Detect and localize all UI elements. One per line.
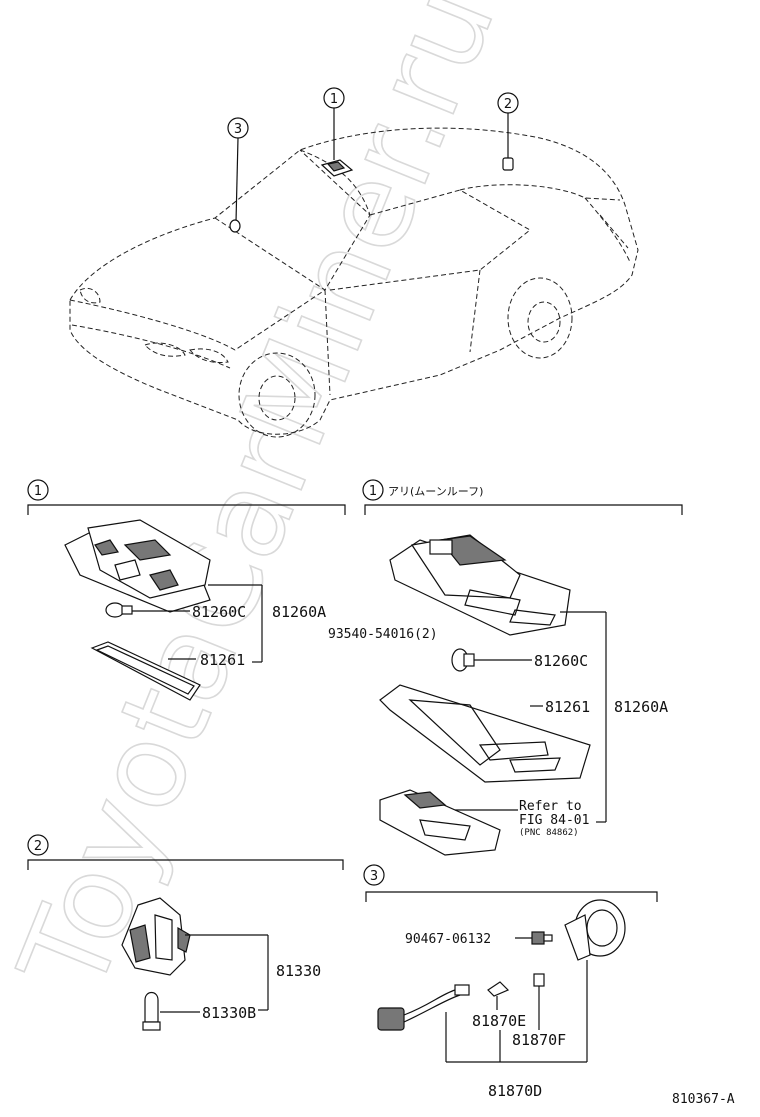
lens-icon bbox=[487, 981, 510, 997]
svg-text:81261: 81261 bbox=[200, 651, 245, 669]
svg-text:3: 3 bbox=[370, 869, 378, 884]
lamp-icon bbox=[229, 219, 241, 233]
screw-icon bbox=[531, 931, 553, 945]
callout-3: 3 bbox=[227, 117, 249, 233]
dome-lamp-icon bbox=[389, 534, 571, 636]
svg-text:81260A: 81260A bbox=[614, 698, 668, 716]
car-outline-icon bbox=[69, 127, 639, 438]
dome-lamp-icon bbox=[64, 519, 211, 613]
bracket-icon bbox=[564, 899, 626, 961]
svg-text:1: 1 bbox=[34, 484, 42, 499]
svg-text:81330B: 81330B bbox=[202, 1004, 256, 1022]
lens-icon bbox=[90, 641, 201, 701]
callout-2: 2 bbox=[497, 92, 519, 171]
dome-lamp-icon bbox=[320, 159, 354, 177]
bulb-icon bbox=[105, 602, 133, 618]
svg-text:アリ(ムーンルーフ): アリ(ムーンルーフ) bbox=[388, 485, 483, 498]
lamp-housing-icon bbox=[121, 897, 191, 976]
section-1-left: 1 81260C 81261 81260A bbox=[27, 479, 346, 701]
svg-text:2: 2 bbox=[34, 839, 42, 854]
svg-text:93540-54016(2): 93540-54016(2) bbox=[328, 627, 438, 642]
lamp-icon bbox=[502, 157, 514, 171]
svg-text:1: 1 bbox=[369, 484, 377, 499]
svg-text:81870E: 81870E bbox=[472, 1012, 526, 1030]
svg-text:81330: 81330 bbox=[276, 962, 321, 980]
callout-1: 1 bbox=[320, 87, 354, 177]
svg-text:3: 3 bbox=[234, 122, 242, 137]
svg-text:1: 1 bbox=[330, 92, 338, 107]
svg-text:81870D: 81870D bbox=[488, 1082, 542, 1100]
svg-text:81870F: 81870F bbox=[512, 1031, 566, 1049]
svg-text:81261: 81261 bbox=[545, 698, 590, 716]
svg-text:FIG 84-01: FIG 84-01 bbox=[519, 813, 589, 828]
svg-text:(PNC 84862): (PNC 84862) bbox=[519, 828, 579, 838]
svg-text:Refer to: Refer to bbox=[519, 799, 582, 814]
svg-text:2: 2 bbox=[504, 97, 512, 112]
section-2: 2 81330 81330B bbox=[27, 834, 344, 1031]
section-1-right: 1 アリ(ムーンルーフ) 93540-54016(2) 81260C 81261 bbox=[328, 479, 683, 856]
svg-text:81260A: 81260A bbox=[272, 603, 326, 621]
bulb-icon bbox=[533, 973, 545, 987]
section-3: 3 90467-06132 81870E 81870F 8187 bbox=[363, 864, 658, 1100]
svg-text:90467-06132: 90467-06132 bbox=[405, 932, 491, 947]
socket-icon bbox=[379, 789, 501, 856]
svg-text:81260C: 81260C bbox=[534, 652, 588, 670]
bulb-icon bbox=[451, 648, 475, 672]
figure-code: 810367-A bbox=[672, 1092, 735, 1107]
bulb-icon bbox=[142, 991, 161, 1031]
svg-text:81260C: 81260C bbox=[192, 603, 246, 621]
lens-icon bbox=[379, 684, 591, 783]
wire-harness-icon bbox=[377, 984, 470, 1031]
